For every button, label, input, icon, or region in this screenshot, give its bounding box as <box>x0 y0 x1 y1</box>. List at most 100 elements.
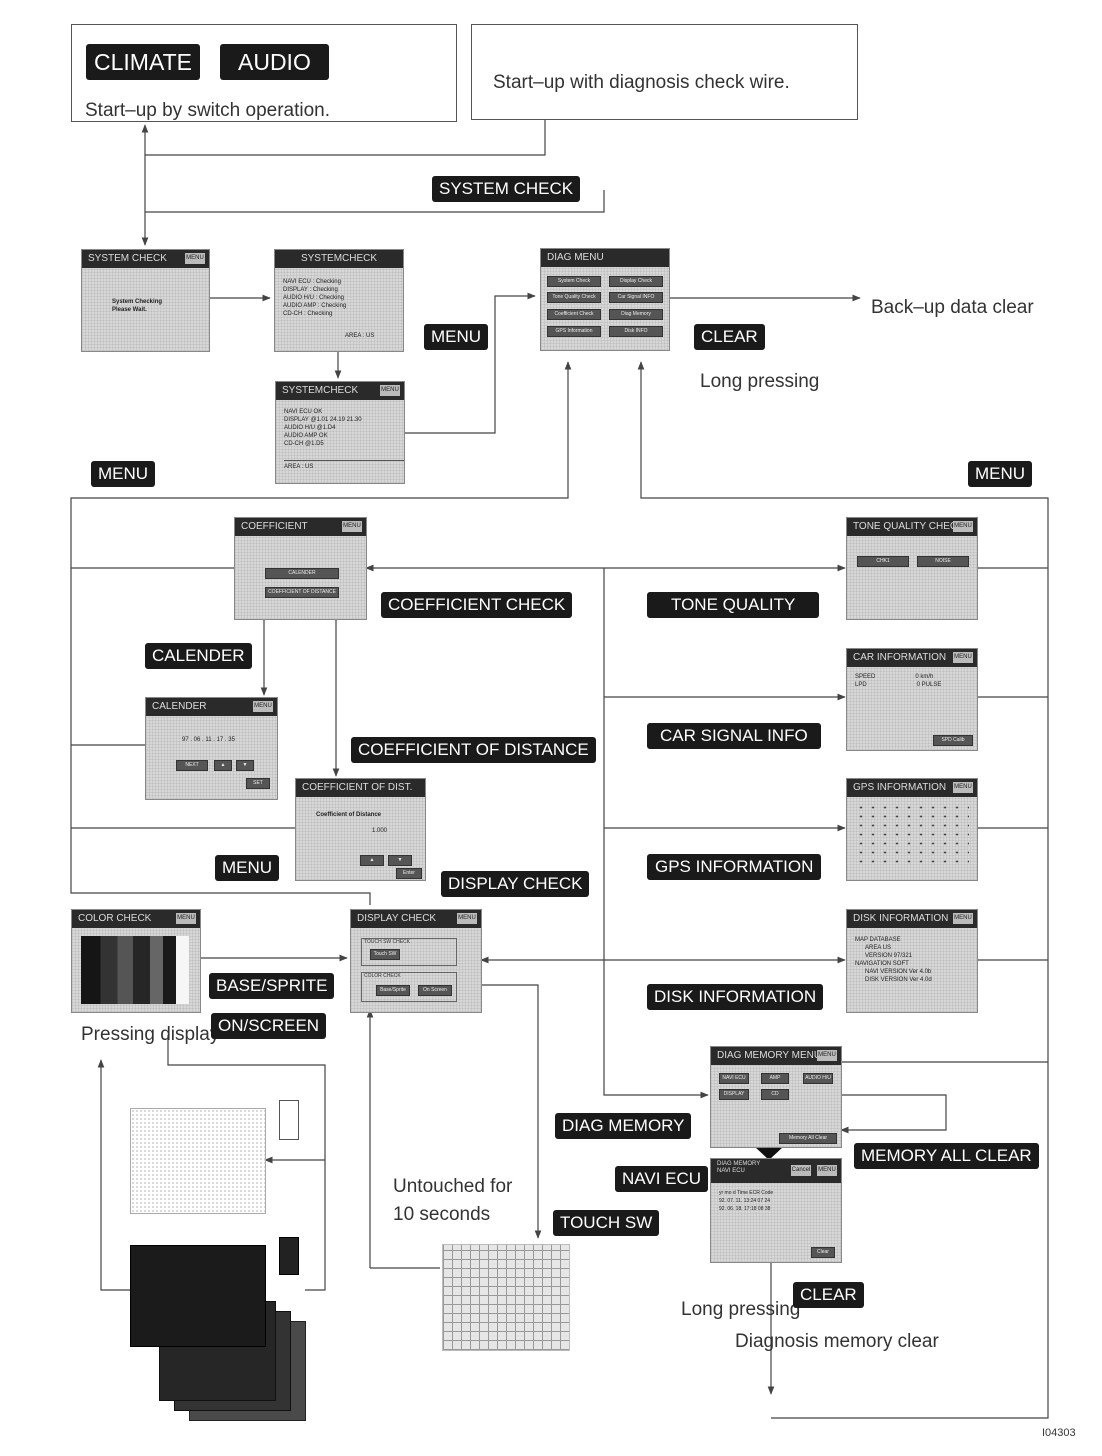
screen-title: DIAG MEMORY <box>717 1161 761 1167</box>
display-check-label: DISPLAY CHECK <box>441 871 590 897</box>
touch-sw-button[interactable]: Touch SW <box>370 949 400 960</box>
black-screen <box>130 1245 266 1347</box>
menu-label: MENU <box>424 324 489 350</box>
base-sprite-button[interactable]: Base/Sprite <box>376 985 410 996</box>
gps-information-button[interactable]: GPS Information <box>547 326 601 337</box>
system-check-button[interactable]: System Check <box>547 276 601 287</box>
coefficient-button[interactable]: Coefficient Check <box>547 309 601 320</box>
base-sprite-label: BASE/SPRITE <box>209 973 335 999</box>
amp-button[interactable]: AMP <box>761 1073 789 1084</box>
coefficient-of-distance-label: COEFFICIENT OF DISTANCE <box>351 737 596 763</box>
memory-table-row: 92. 06. 18. 17:18 08 38 <box>719 1206 771 1212</box>
date-text: 97 . 06 . 11 . 17 . 35 <box>182 737 235 743</box>
info-row: AREA US <box>865 945 892 951</box>
navi-ecu-label: NAVI ECU <box>615 1166 709 1192</box>
menu-button-icon: MENU <box>817 1050 837 1061</box>
screen-title: SYSTEMCHECK <box>300 253 378 264</box>
cd-button[interactable]: CD <box>761 1089 789 1100</box>
clear-button[interactable]: Clear <box>811 1247 835 1258</box>
color-bars <box>81 936 189 1004</box>
backup-clear-text: Back–up data clear <box>871 297 1034 318</box>
audio-button[interactable]: AUDIO <box>220 44 329 80</box>
chk1-button[interactable]: CHK1 <box>857 556 909 567</box>
on-screen-button[interactable]: On Screen <box>418 985 452 996</box>
speed-value: 0 km/h <box>915 674 934 680</box>
next-button[interactable]: NEXT <box>176 760 208 771</box>
enter-button[interactable]: Enter <box>396 868 422 879</box>
info-row: DISK VERSION Ver 4.0d <box>865 977 932 983</box>
touch-check-label: TOUCH SW CHECK <box>364 939 411 945</box>
down-arrow-icon[interactable]: ▼ <box>388 855 412 866</box>
diag-memory-button[interactable]: Diag Memory <box>609 309 663 320</box>
screen-title: CAR INFORMATION <box>853 652 947 663</box>
coefficient-of-distance-button[interactable]: COEFFICIENT OF DISTANCE <box>265 587 339 598</box>
long-pressing-text: Long pressing <box>700 371 820 392</box>
down-arrow-icon[interactable]: ▼ <box>236 760 254 771</box>
display-button[interactable]: DISPLAY <box>719 1089 749 1100</box>
memory-all-clear-button[interactable]: Memory All Clear <box>779 1133 837 1144</box>
menu-button-icon: MENU <box>457 913 477 924</box>
menu-label-right: MENU <box>968 461 1033 487</box>
screen-title: DIAG MENU <box>547 252 604 263</box>
climate-button[interactable]: CLIMATE <box>86 44 200 80</box>
audio-hu-button[interactable]: AUDIO H/U <box>803 1073 833 1084</box>
status-row: NAVI ECU : Checking <box>283 279 341 285</box>
area-text: AREA : US <box>345 333 375 339</box>
diag-menu-screen: DIAG MENU System Check Display Check Ton… <box>540 248 670 351</box>
color-check-panel: COLOR CHECK Base/Sprite On Screen <box>361 972 457 1002</box>
touch-sw-label: TOUCH SW <box>553 1210 660 1236</box>
disk-information-label: DISK INFORMATION <box>647 984 824 1010</box>
white-swatch <box>279 1100 299 1140</box>
menu-button-icon: MENU <box>253 701 273 712</box>
display-check-button[interactable]: Display Check <box>609 276 663 287</box>
up-arrow-icon[interactable]: ▲ <box>360 855 384 866</box>
screen-title: COLOR CHECK <box>78 913 152 924</box>
car-signal-info-label: CAR SIGNAL INFO <box>647 723 821 749</box>
system-check-screen-2: SYSTEMCHECK NAVI ECU : Checking DISPLAY … <box>274 249 404 352</box>
on-screen-label: ON/SCREEN <box>211 1013 327 1039</box>
clear-label: CLEAR <box>694 324 765 350</box>
up-arrow-icon[interactable]: ▲ <box>214 760 232 771</box>
menu-button-icon: MENU <box>953 782 973 793</box>
car-signal-button[interactable]: Car Signal INFO <box>609 292 663 303</box>
calender-button[interactable]: CALENDER <box>265 568 339 579</box>
screen-title: COEFFICIENT <box>241 521 308 532</box>
pressing-display-text: Pressing display <box>81 1024 220 1045</box>
menu-button-icon: MENU <box>953 913 973 924</box>
gps-information-label: GPS INFORMATION <box>647 854 822 880</box>
clear-label-2: CLEAR <box>793 1282 864 1308</box>
set-button[interactable]: SET <box>246 778 270 789</box>
screen-title: SYSTEM CHECK <box>88 253 167 264</box>
status-row: AUDIO H/U @1.D4 <box>284 425 336 431</box>
white-screen <box>130 1108 266 1214</box>
screen-title: DISPLAY CHECK <box>357 913 437 924</box>
gps-satellite-grid <box>855 803 969 867</box>
touch-sw-grid-screen[interactable] <box>442 1244 570 1351</box>
menu-button-icon: MENU <box>185 253 205 264</box>
system-check-label: SYSTEM CHECK <box>432 176 581 202</box>
spd-calib-button[interactable]: SPD Calib <box>933 735 973 746</box>
touch-sw-panel: TOUCH SW CHECK Touch SW <box>361 938 457 966</box>
lpd-value: 0 PULSE <box>916 682 942 688</box>
speed-label: SPEED <box>855 674 876 680</box>
coefficient-of-distance-screen: COEFFICIENT OF DIST. Coefficient of Dist… <box>295 778 426 881</box>
status-row: AUDIO AMP OK <box>284 433 328 439</box>
cancel-button[interactable]: Cancel <box>791 1165 811 1176</box>
info-row: NAVIGATION SOFT <box>855 961 909 967</box>
navi-ecu-button[interactable]: NAVI ECU <box>719 1073 749 1084</box>
wire-startup-text: Start–up with diagnosis check wire. <box>493 72 790 93</box>
info-row: MAP DATABASE <box>855 937 901 943</box>
noise-button[interactable]: NOISE <box>917 556 969 567</box>
menu-button-icon: MENU <box>380 385 400 396</box>
disk-info-button[interactable]: Disk INFO <box>609 326 663 337</box>
tone-quality-button[interactable]: Tone Quality Check <box>547 292 601 303</box>
lpd-label: LPD <box>855 682 867 688</box>
coefficient-value: 1.000 <box>372 828 388 834</box>
screen-title: COEFFICIENT OF DIST. <box>302 782 413 793</box>
